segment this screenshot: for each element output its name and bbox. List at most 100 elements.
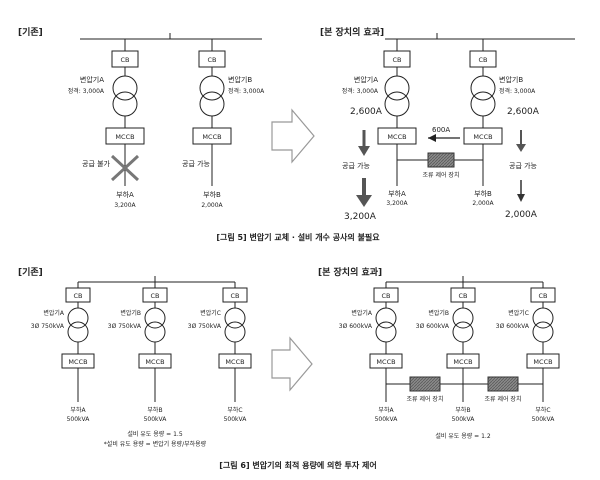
load-b-name: 부하B <box>474 189 492 198</box>
mccb-label: MCCB <box>453 358 472 366</box>
mccb-label: MCCB <box>387 133 406 141</box>
load-a-name: 부하A <box>116 190 134 199</box>
transformer-a-symbol <box>384 75 410 101</box>
transformer-c-rating: 3Ø 600kVA <box>496 323 530 330</box>
down-arrow-icon <box>516 144 526 152</box>
mccb-label: MCCB <box>115 133 134 141</box>
down-arrow-icon <box>356 195 372 207</box>
fig5-caption: [그림 5] 변압기 교체 · 설비 개수 공사의 불필요 <box>216 232 380 242</box>
transformer-a-rating: 정격: 3,000A <box>68 88 105 95</box>
supply-fail-label: 공급 불가 <box>82 159 111 168</box>
mccb-label: MCCB <box>225 358 244 366</box>
supply-ok-label-a: 공급 가능 <box>342 161 371 170</box>
cb-label: CB <box>479 56 488 64</box>
transformer-a-rating: 3Ø 750kVA <box>31 323 65 330</box>
load-a-name: 부하A <box>70 406 86 414</box>
load-a-value: 3,200A <box>386 200 408 207</box>
power-flow-control-device-bc <box>487 376 519 392</box>
cb-label: CB <box>74 292 83 300</box>
fig6-left-header: [기존] <box>18 266 43 278</box>
mccb-label: MCCB <box>202 133 221 141</box>
mccb-label: MCCB <box>68 358 87 366</box>
transformer-a-rating: 3Ø 600kVA <box>339 323 373 330</box>
load-b-name: 부하B <box>147 406 162 414</box>
fig6-right-header: [본 장치의 효과] <box>318 266 382 278</box>
cb-label: CB <box>393 56 402 64</box>
load-b-value: 2,000A <box>472 200 494 207</box>
transfer-arrow-icon <box>428 134 436 142</box>
load-a-value: 500kVA <box>375 416 399 423</box>
transition-arrow-icon <box>271 336 313 392</box>
transformer-c-symbol <box>532 307 554 329</box>
mccb-label: MCCB <box>145 358 164 366</box>
load-a-name: 부하A <box>378 406 394 414</box>
power-flow-control-device-ab <box>409 376 441 392</box>
cb-label: CB <box>539 292 548 300</box>
transformer-b-name: 변압기B <box>499 75 523 84</box>
transformer-b-symbol <box>199 75 225 101</box>
load-c-value: 500kVA <box>532 416 556 423</box>
load-a-value: 500kVA <box>67 416 91 423</box>
load-b-value: 2,000A <box>201 202 223 209</box>
fig6-left-diagram: CB 변압기A 3Ø 750kVA MCCB 부하A 500kVA CB 변압기… <box>31 276 252 448</box>
transformer-a-rating: 정격: 3,000A <box>342 88 379 95</box>
fig6-right-diagram: CB 변압기A 3Ø 600kVA MCCB 부하A 500kVA CB 변압기… <box>339 276 560 440</box>
flow-a-value: 2,600A <box>350 107 383 117</box>
transformer-a-name: 변압기A <box>43 309 65 317</box>
figure-6: [기존] [본 장치의 효과] CB 변압기A 3Ø 750kVA MCCB 부… <box>18 266 560 470</box>
fig6-caption: [그림 6] 변압기의 최적 용량에 의한 투자 제어 <box>219 460 377 470</box>
left-capacity-ratio: 설비 유도 용량 = 1.5 <box>127 430 183 438</box>
figure-5: [기존] [본 장치의 효과] CB CB 변압기A 정격: 3,000A 변압… <box>18 26 575 242</box>
fig5-right-diagram: CB CB 변압기A 정격: 3,000A 변압기B 정격: 3,000A 2,… <box>342 33 575 222</box>
load-b-value: 500kVA <box>452 416 476 423</box>
device-label: 조류 제어 장치 <box>423 171 460 179</box>
transformer-c-name: 변압기C <box>508 309 529 317</box>
right-capacity-ratio: 설비 유도 용량 = 1.2 <box>435 432 491 440</box>
cb-label: CB <box>382 292 391 300</box>
transformer-a-symbol <box>67 307 89 329</box>
cb-label: CB <box>208 56 217 64</box>
device-label-ab: 조류 제어 장치 <box>407 395 444 403</box>
cb-label: CB <box>459 292 468 300</box>
transformer-c-name: 변압기C <box>200 309 221 317</box>
transformer-c-symbol <box>224 307 246 329</box>
load-c-name: 부하C <box>535 406 550 414</box>
transformer-b-rating: 정격: 3,000A <box>499 88 536 95</box>
cb-label: CB <box>121 56 130 64</box>
fig5-left-header: [기존] <box>18 26 43 38</box>
power-flow-control-device <box>427 152 455 168</box>
load-b-value: 500kVA <box>144 416 168 423</box>
transfer-value: 600A <box>432 126 450 134</box>
transition-arrow-icon <box>271 108 315 164</box>
transformer-a-name: 변압기A <box>354 75 378 84</box>
output-b-value: 2,000A <box>505 210 538 220</box>
mccb-label: MCCB <box>376 358 395 366</box>
load-b-name: 부하B <box>203 190 221 199</box>
device-label-bc: 조류 제어 장치 <box>485 395 522 403</box>
x-mark-icon <box>110 154 140 182</box>
transformer-a-symbol <box>375 307 397 329</box>
load-a-value: 3,200A <box>114 202 136 209</box>
fig5-left-diagram: CB CB 변압기A 정격: 3,000A 변압기B 정격: 3,000A MC… <box>68 33 265 209</box>
flow-b-value: 2,600A <box>507 107 540 117</box>
transformer-b-rating: 정격: 3,000A <box>228 88 265 95</box>
transformer-b-name: 변압기B <box>120 309 141 317</box>
transformer-b-name: 변압기B <box>428 309 449 317</box>
transformer-a-name: 변압기A <box>351 309 373 317</box>
load-c-value: 500kVA <box>224 416 248 423</box>
fig5-right-header: [본 장치의 효과] <box>320 26 384 38</box>
supply-ok-label: 공급 가능 <box>182 159 211 168</box>
load-c-name: 부하C <box>227 406 242 414</box>
down-arrow-icon <box>358 146 370 156</box>
down-arrow-icon <box>517 194 525 202</box>
transformer-b-rating: 3Ø 600kVA <box>416 323 450 330</box>
output-a-value: 3,200A <box>344 212 377 222</box>
load-a-name: 부하A <box>388 189 406 198</box>
transformer-a-name: 변압기A <box>80 75 104 84</box>
transformer-b-symbol <box>452 307 474 329</box>
transformer-b-symbol <box>144 307 166 329</box>
cb-label: CB <box>231 292 240 300</box>
left-capacity-note: *설비 유도 용량 = 변압기 용량/부하용량 <box>104 440 207 448</box>
transformer-b-name: 변압기B <box>228 75 252 84</box>
